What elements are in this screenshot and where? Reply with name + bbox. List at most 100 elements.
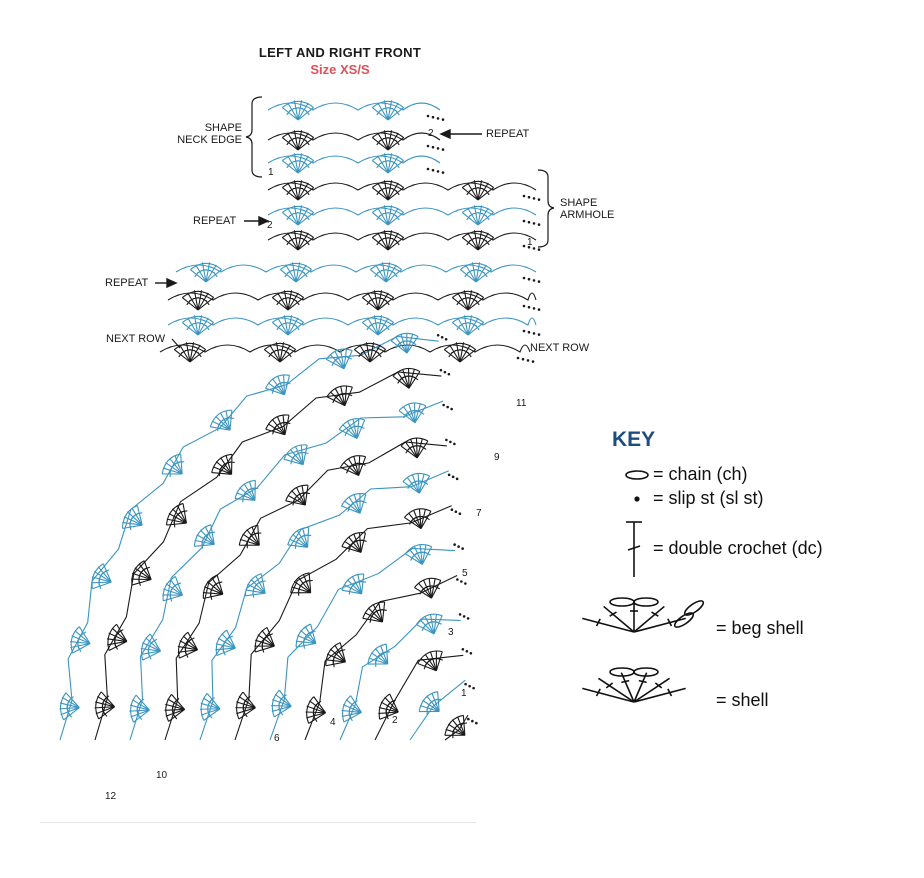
slip-stitch-mark xyxy=(467,717,470,721)
shell-mark xyxy=(202,574,224,600)
shell-mark xyxy=(189,262,223,283)
slip-stitch-mark xyxy=(527,195,531,199)
shell-mark xyxy=(140,633,161,661)
shell-mark xyxy=(325,642,346,668)
slip-stitch-mark xyxy=(447,473,451,477)
chart-round xyxy=(94,368,451,741)
shell-mark xyxy=(361,290,395,311)
slip-stitch-mark xyxy=(436,147,440,150)
slip-stitch-mark xyxy=(436,333,440,337)
slip-stitch-mark xyxy=(431,145,435,149)
shell-mark xyxy=(238,524,262,549)
row-number: 9 xyxy=(494,452,500,463)
slip-stitch-mark xyxy=(457,545,460,548)
key-title: KEY xyxy=(612,428,656,451)
shell-mark xyxy=(265,414,291,436)
key-symbols xyxy=(582,470,705,703)
shell-mark xyxy=(404,508,432,530)
shell-mark xyxy=(361,315,395,336)
shell-mark xyxy=(181,315,215,336)
shell-mark xyxy=(121,505,143,531)
slip-stitch-mark xyxy=(537,248,541,251)
slip-stitch-mark xyxy=(458,613,462,616)
shell-icon xyxy=(582,667,686,703)
slip-stitch-mark xyxy=(537,198,541,201)
shell-mark xyxy=(162,575,183,602)
slip-stitch-mark xyxy=(522,219,526,223)
slip-stitch-mark xyxy=(537,308,541,311)
shell-mark xyxy=(283,444,309,466)
shell-mark xyxy=(402,472,431,494)
shell-mark xyxy=(461,230,495,251)
shell-mark xyxy=(91,563,112,590)
slip-stitch-mark xyxy=(475,721,478,725)
shell-mark xyxy=(281,205,315,226)
chart-row xyxy=(175,264,541,283)
shell-mark xyxy=(193,524,216,549)
slip-stitch-mark xyxy=(522,304,526,308)
shell-mark xyxy=(70,626,91,654)
slip-stitch-mark xyxy=(436,117,440,120)
shell-mark xyxy=(281,230,315,251)
shell-mark xyxy=(271,315,305,336)
shell-mark xyxy=(371,205,405,226)
shell-mark xyxy=(392,367,421,389)
slip-stitch-mark xyxy=(444,337,448,341)
chart-row xyxy=(267,132,445,151)
shell-mark xyxy=(215,629,236,657)
shape-armhole-label: SHAPE xyxy=(560,197,598,209)
shell-mark xyxy=(181,290,215,311)
shell-mark xyxy=(177,631,199,659)
chart-round xyxy=(234,505,462,741)
slip-stitch-mark xyxy=(436,170,440,173)
row-number: 6 xyxy=(274,733,280,744)
repeat-label-left: REPEAT xyxy=(105,277,149,289)
shell-mark xyxy=(371,130,405,151)
shell-mark xyxy=(287,526,312,549)
slip-stitch-mark xyxy=(461,547,464,550)
shell-mark xyxy=(263,342,297,363)
row-number: 7 xyxy=(476,508,482,519)
shell-mark xyxy=(369,262,403,283)
slip-stitch-mark xyxy=(441,148,445,151)
shell-mark xyxy=(341,573,366,595)
shell-mark xyxy=(400,437,429,459)
shell-mark xyxy=(390,332,419,354)
shell-mark xyxy=(173,342,207,363)
divider xyxy=(40,822,476,823)
shell-mark xyxy=(199,693,221,721)
shell-mark xyxy=(279,262,313,283)
slip-stitch-mark xyxy=(451,475,455,479)
shell-mark xyxy=(94,691,115,720)
slip-stitch-mark xyxy=(453,543,456,546)
key-chain-text: = chain (ch) xyxy=(653,464,748,484)
label-line: SHAPE xyxy=(204,122,242,134)
slip-stitch-mark xyxy=(458,512,462,516)
slip-stitch-mark xyxy=(537,223,541,226)
shell-mark xyxy=(131,560,152,586)
shell-mark xyxy=(371,100,405,121)
row-number: 1 xyxy=(527,237,533,248)
slip-stitch-mark xyxy=(527,220,531,224)
slip-stitch-mark xyxy=(526,359,530,362)
slip-stitch-mark xyxy=(442,403,445,407)
shell-mark xyxy=(209,409,235,432)
slip-stitch-mark xyxy=(426,144,430,148)
key-slip-st-text: = slip st (sl st) xyxy=(653,488,764,508)
slip-stitch-mark xyxy=(443,370,447,374)
slip-stitch-mark xyxy=(450,508,454,512)
shell-mark xyxy=(415,613,443,635)
row-number: 2 xyxy=(428,128,434,139)
slip-stitch-mark xyxy=(527,277,531,281)
slip-stitch-icon xyxy=(634,496,640,502)
shell-mark xyxy=(285,484,310,506)
row-number: 2 xyxy=(392,715,398,726)
shell-mark xyxy=(444,714,467,739)
chart-round xyxy=(409,679,475,741)
shell-mark xyxy=(341,532,367,553)
next-row-label-right: NEXT ROW xyxy=(530,342,590,354)
key-shell-text: = shell xyxy=(716,690,769,710)
armhole-brace xyxy=(537,169,555,248)
slip-stitch-mark xyxy=(464,682,467,686)
slip-stitch-mark xyxy=(426,167,430,171)
